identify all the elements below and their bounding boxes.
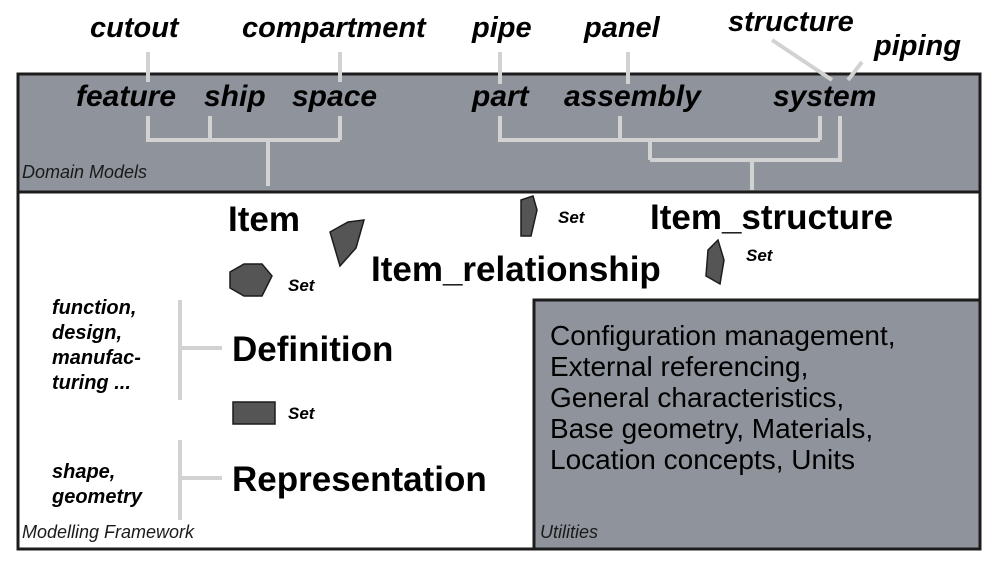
domain-label-feature: feature	[76, 80, 177, 113]
utility-item: External referencing,	[550, 351, 809, 382]
domain-label-ship: ship	[204, 80, 266, 113]
set-icon-relationship	[329, 219, 366, 268]
utilities-list: Configuration management, External refer…	[550, 320, 896, 475]
set-label-structure-relationship: Set	[746, 246, 773, 265]
utility-item: Configuration management,	[550, 320, 896, 351]
definition-aspect: function,	[52, 297, 137, 319]
utilities-box	[532, 298, 982, 551]
definition-aspect: manufac-	[52, 347, 141, 369]
entity-representation: Representation	[232, 460, 487, 499]
set-label-item-definition: Set	[288, 276, 315, 295]
top-label-compartment: compartment	[242, 12, 426, 44]
set-icon-definition-representation	[232, 401, 276, 425]
top-label-pipe: pipe	[472, 12, 532, 44]
definition-aspect: design,	[52, 322, 123, 344]
set-label-definition-representation: Set	[288, 404, 315, 423]
top-label-cutout: cutout	[90, 12, 179, 44]
domain-label-system: system	[773, 80, 877, 113]
set-icon-structure	[520, 195, 538, 237]
top-label-piping: piping	[874, 30, 961, 62]
top-label-panel: panel	[584, 12, 660, 44]
domain-label-assembly: assembly	[564, 80, 701, 113]
modelling-framework-caption: Modelling Framework	[22, 522, 195, 542]
set-icon-structure-relationship	[705, 238, 725, 286]
representation-aspects: shape, geometry	[52, 460, 142, 510]
representation-aspect: geometry	[52, 486, 143, 508]
entity-definition: Definition	[232, 330, 394, 369]
domain-label-space: space	[292, 80, 378, 113]
entity-item-structure: Item_structure	[650, 198, 894, 237]
utility-item: Location concepts, Units	[550, 444, 856, 475]
utility-item: General characteristics,	[550, 382, 845, 413]
definition-aspect: turing ...	[52, 372, 131, 394]
utility-item: Base geometry, Materials,	[550, 413, 874, 444]
definition-aspects: function, design, manufac- turing ...	[52, 296, 141, 396]
entity-item-relationship: Item_relationship	[371, 250, 661, 289]
representation-aspect: shape,	[52, 461, 116, 483]
domain-models-caption: Domain Models	[22, 162, 148, 182]
top-label-structure: structure	[728, 6, 854, 38]
set-label-structure: Set	[558, 208, 585, 227]
hierarchy-connectors	[146, 38, 864, 520]
domain-label-part: part	[472, 80, 529, 113]
entity-item: Item	[228, 200, 300, 239]
set-icon-item-definition	[229, 263, 273, 297]
utilities-caption: Utilities	[540, 522, 599, 542]
